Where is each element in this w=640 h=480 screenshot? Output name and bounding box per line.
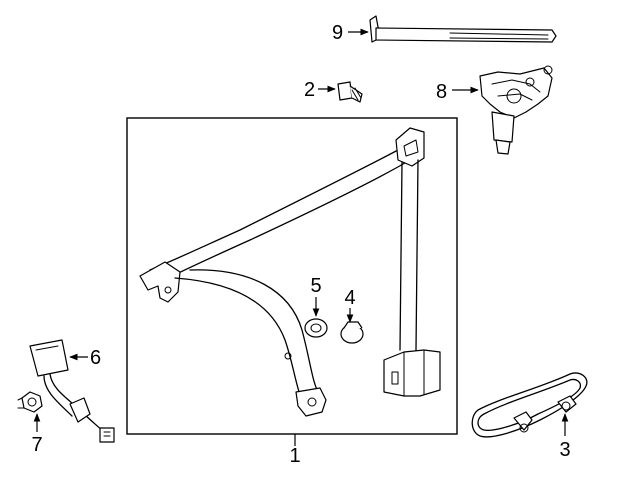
part-4-cap bbox=[340, 321, 364, 344]
part-8-motor bbox=[479, 65, 553, 155]
assembly-frame bbox=[126, 117, 458, 435]
seat-belt-assembly bbox=[139, 127, 441, 417]
part-9-rail bbox=[369, 15, 557, 43]
callout-2: 2 bbox=[304, 79, 315, 101]
callout-3: 3 bbox=[559, 439, 570, 461]
part-5-bushing bbox=[304, 318, 328, 338]
callout-1: 1 bbox=[289, 445, 300, 467]
callout-7: 7 bbox=[31, 434, 42, 456]
part-6-buckle bbox=[29, 339, 115, 443]
callout-9: 9 bbox=[332, 22, 343, 44]
part-7-connector bbox=[17, 391, 43, 413]
callout-6: 6 bbox=[90, 347, 101, 369]
callout-8: 8 bbox=[436, 81, 447, 103]
callout-4: 4 bbox=[344, 287, 355, 309]
callout-5: 5 bbox=[310, 275, 321, 297]
part-2-bolt bbox=[337, 81, 363, 103]
part-3-wire-harness bbox=[471, 372, 588, 438]
